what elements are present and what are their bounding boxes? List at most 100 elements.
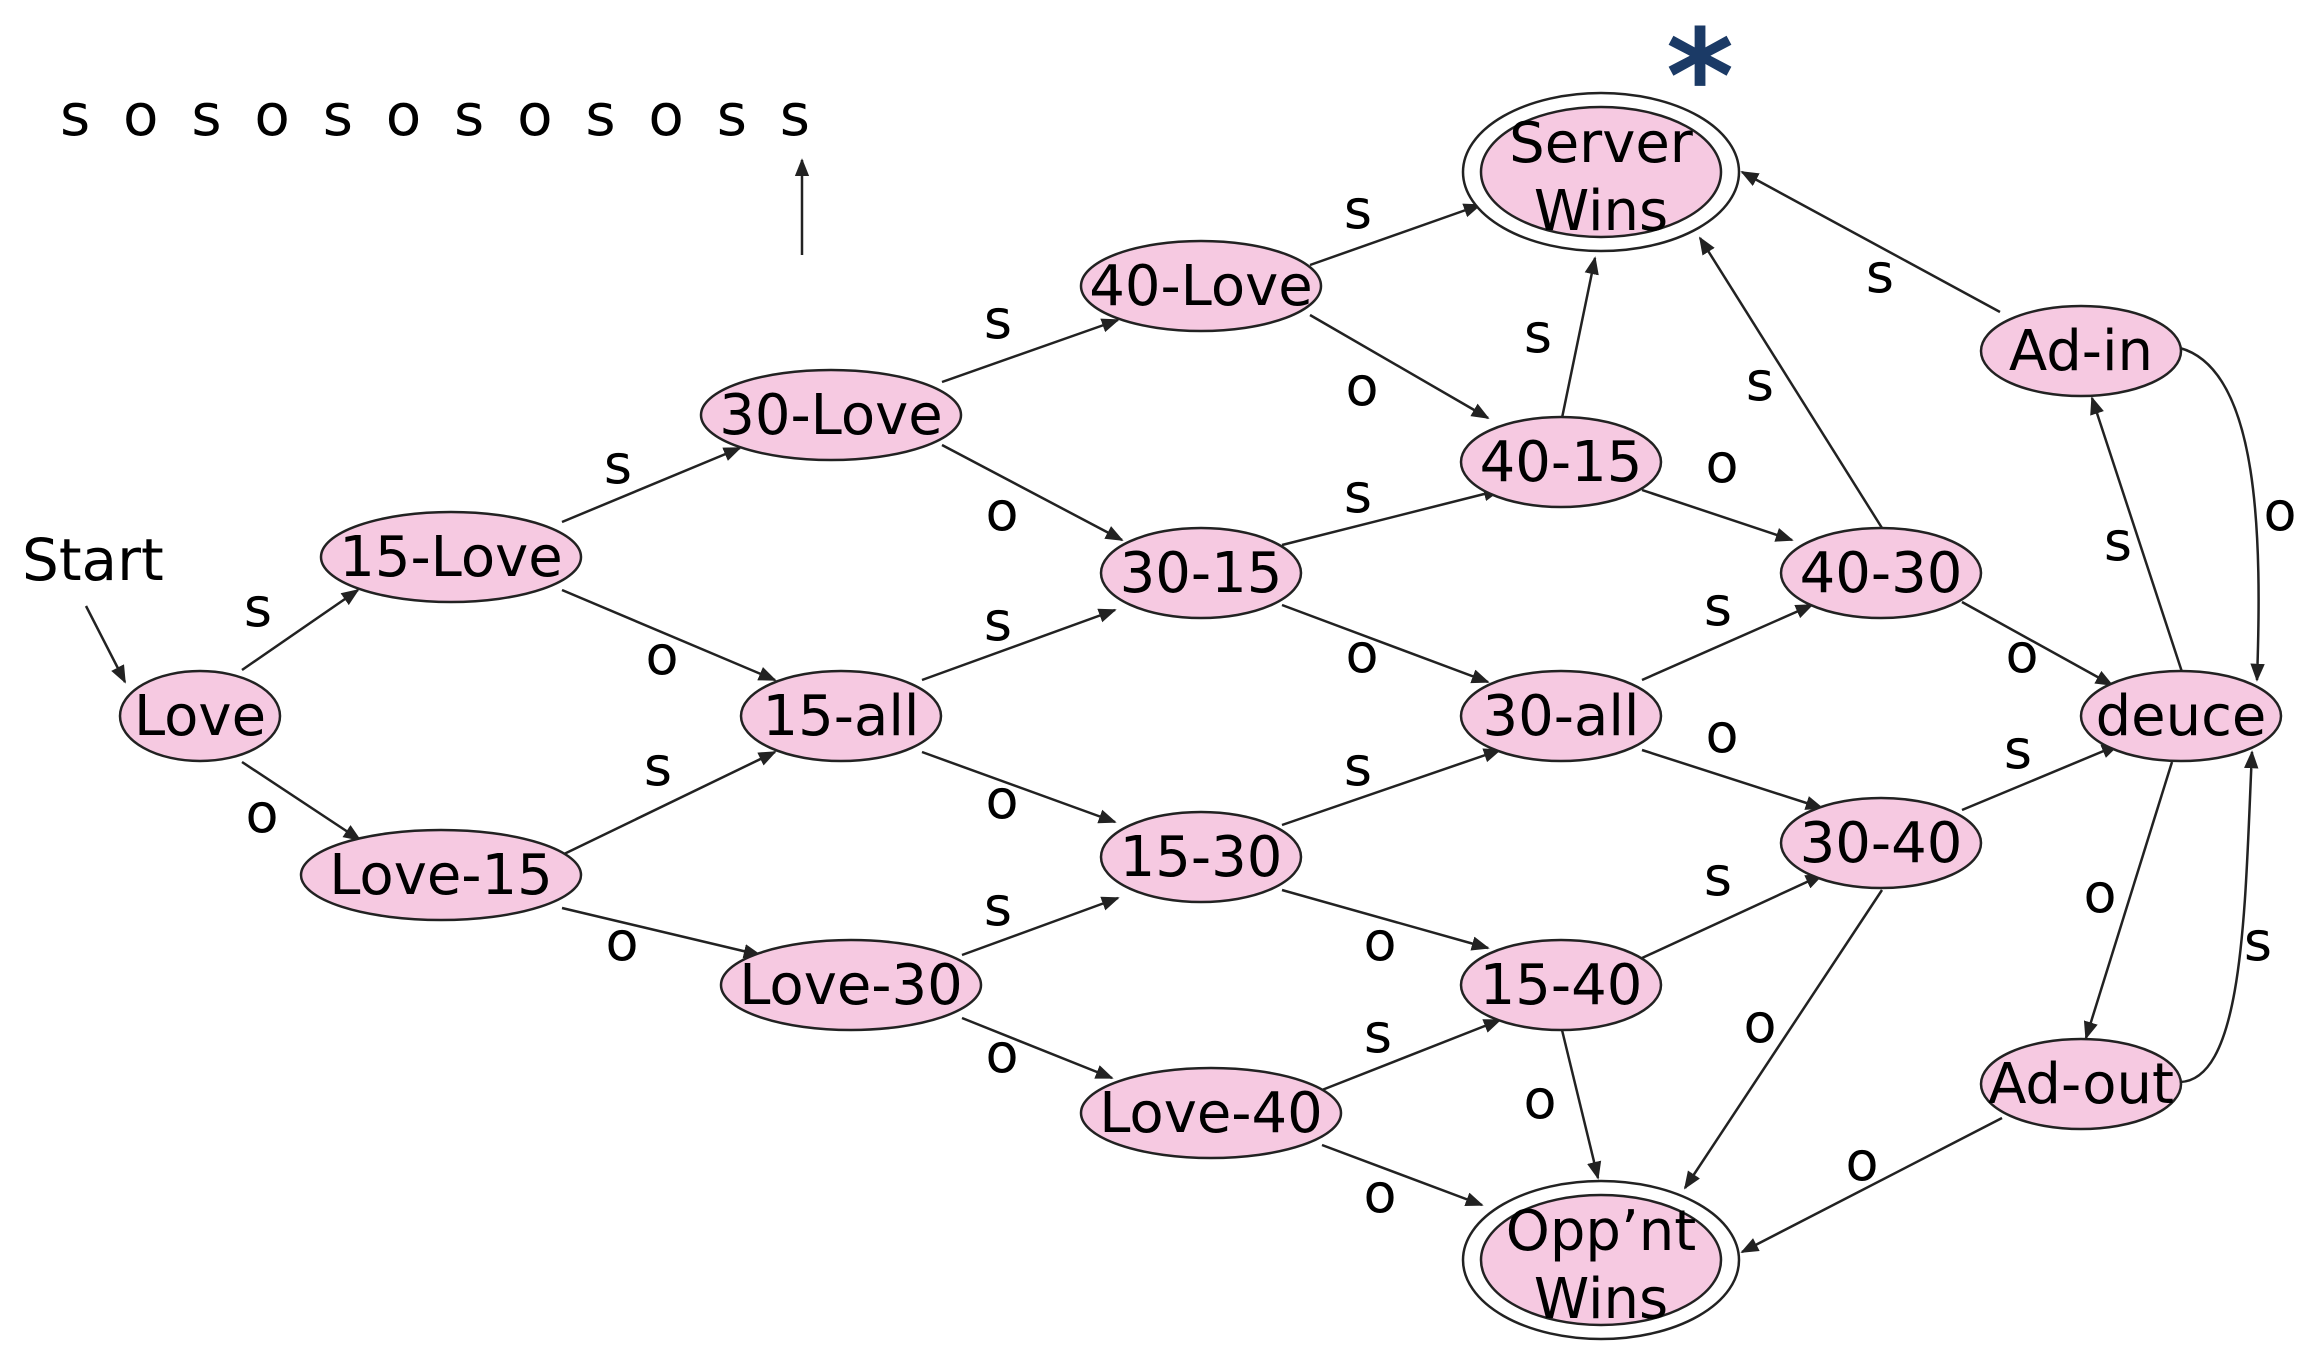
- edge-label: s: [1344, 735, 1372, 798]
- state-label-line: Server: [1509, 111, 1694, 176]
- start-arrow: [84, 605, 127, 684]
- edge-label: o: [1363, 1162, 1396, 1225]
- edge-love-40-to-15-40: [1321, 1018, 1502, 1092]
- edge-label: o: [985, 768, 1018, 831]
- edge-40-love-to-40-15: [1309, 313, 1490, 420]
- edge-deuce-to-ad-out: [2083, 761, 2174, 1040]
- edge-40-love-to-server-wins: [1309, 203, 1482, 267]
- edge-label: o: [985, 480, 1018, 543]
- edge-label: o: [645, 624, 678, 687]
- state-ellipse: [1459, 938, 1663, 1032]
- state-node-15-40: 15-40: [1459, 938, 1663, 1032]
- start-label: Start: [22, 526, 164, 594]
- state-label-line: Wins: [1534, 179, 1668, 244]
- edge-label: o: [1363, 910, 1396, 973]
- edge-ad-out-to-deuce: [2179, 750, 2259, 1084]
- state-node-deuce: deuce: [2079, 669, 2283, 763]
- edge-label: o: [1345, 355, 1378, 418]
- state-label: 40-15: [1480, 430, 1643, 495]
- edge-label: s: [1344, 462, 1372, 525]
- state-ellipse: [1479, 1193, 1723, 1327]
- edge-label: s: [1866, 242, 1894, 305]
- edge-love-to-15-love: [241, 588, 360, 672]
- edge-label: s: [1524, 302, 1552, 365]
- state-ellipse: [739, 669, 943, 763]
- edge-30-all-to-40-30: [1641, 603, 1814, 682]
- edge-label: o: [1743, 992, 1776, 1055]
- edge-30-love-to-40-love: [941, 318, 1120, 384]
- edge-40-15-to-40-30: [1641, 488, 1794, 542]
- edge-30-all-to-30-40: [1641, 748, 1824, 810]
- edge-ad-in-to-server-wins: [1740, 170, 2001, 314]
- state-ellipse: [719, 938, 983, 1032]
- state-label: Love: [134, 684, 266, 749]
- edge-label: s: [1364, 1002, 1392, 1065]
- edge-40-15-to-server-wins: [1560, 256, 1599, 419]
- state-ellipse: [118, 669, 282, 763]
- edge-label: o: [1845, 1130, 1878, 1193]
- state-node-love: Love: [118, 669, 282, 763]
- edge-love-to-love-15: [241, 760, 362, 842]
- edge-ad-in-to-deuce: [2179, 346, 2265, 682]
- edge-40-30-to-deuce: [1961, 600, 2114, 687]
- state-label: Love-30: [739, 953, 963, 1018]
- edge-15-all-to-15-30: [921, 750, 1117, 824]
- edge-label: o: [1705, 702, 1738, 765]
- state-node-love-15: Love-15: [299, 828, 583, 922]
- sequence-text: s o s o s o s o s o s s: [60, 81, 810, 149]
- state-label: 30-all: [1483, 684, 1640, 749]
- edge-15-30-to-30-all: [1281, 748, 1502, 827]
- edge-30-40-to-opp-wins: [1683, 889, 1884, 1190]
- state-node-30-40: 30-40: [1779, 796, 1983, 890]
- edge-15-all-to-30-15: [921, 608, 1117, 682]
- edge-label: s: [1746, 350, 1774, 413]
- state-node-40-love: 40-Love: [1079, 239, 1323, 333]
- edge-label: s: [984, 590, 1012, 653]
- state-label: Love-40: [1099, 1081, 1323, 1146]
- edge-love-15-to-15-all: [561, 750, 777, 857]
- state-ellipse: [1099, 810, 1303, 904]
- edge-label: s: [2104, 510, 2132, 573]
- edge-30-40-to-deuce: [1961, 743, 2120, 812]
- state-label: 15-Love: [339, 525, 563, 590]
- state-node-love-30: Love-30: [719, 938, 983, 1032]
- state-ellipse: [1979, 1037, 2183, 1131]
- edge-15-40-to-30-40: [1641, 873, 1824, 960]
- state-ellipse: [319, 510, 583, 604]
- state-node-40-30: 40-30: [1779, 526, 1983, 620]
- state-ellipse: [1459, 415, 1663, 509]
- edge-30-love-to-30-15: [941, 443, 1124, 542]
- state-label: 30-Love: [719, 383, 943, 448]
- edge-15-40-to-opp-wins: [1560, 1029, 1602, 1180]
- state-node-15-all: 15-all: [739, 669, 943, 763]
- state-ellipse: [2079, 669, 2283, 763]
- edge-label: s: [2004, 718, 2032, 781]
- edge-label: o: [2005, 622, 2038, 685]
- edge-label: o: [985, 1022, 1018, 1085]
- edge-label: s: [1344, 178, 1372, 241]
- state-label: 15-40: [1480, 953, 1643, 1018]
- edge-30-15-to-40-15: [1281, 486, 1502, 547]
- state-ellipse: [1779, 526, 1983, 620]
- state-ellipse: [1979, 304, 2183, 398]
- state-label-line: Opp’nt: [1506, 1199, 1696, 1264]
- state-label: Ad-out: [1988, 1052, 2174, 1117]
- edge-label: s: [2244, 910, 2272, 973]
- state-node-30-all: 30-all: [1459, 669, 1663, 763]
- state-label-line: Wins: [1534, 1267, 1668, 1332]
- edge-label: o: [2083, 862, 2116, 925]
- state-label: 30-15: [1120, 541, 1283, 606]
- edge-ad-out-to-opp-wins: [1740, 1116, 2003, 1254]
- state-ellipse: [1779, 796, 1983, 890]
- edge-label: s: [604, 433, 632, 496]
- edge-15-love-to-15-all: [561, 588, 777, 682]
- state-label: Love-15: [329, 843, 553, 908]
- state-label: 30-40: [1800, 811, 1963, 876]
- state-label: 15-30: [1120, 825, 1283, 890]
- edge-label: o: [1705, 432, 1738, 495]
- edge-label: o: [605, 910, 638, 973]
